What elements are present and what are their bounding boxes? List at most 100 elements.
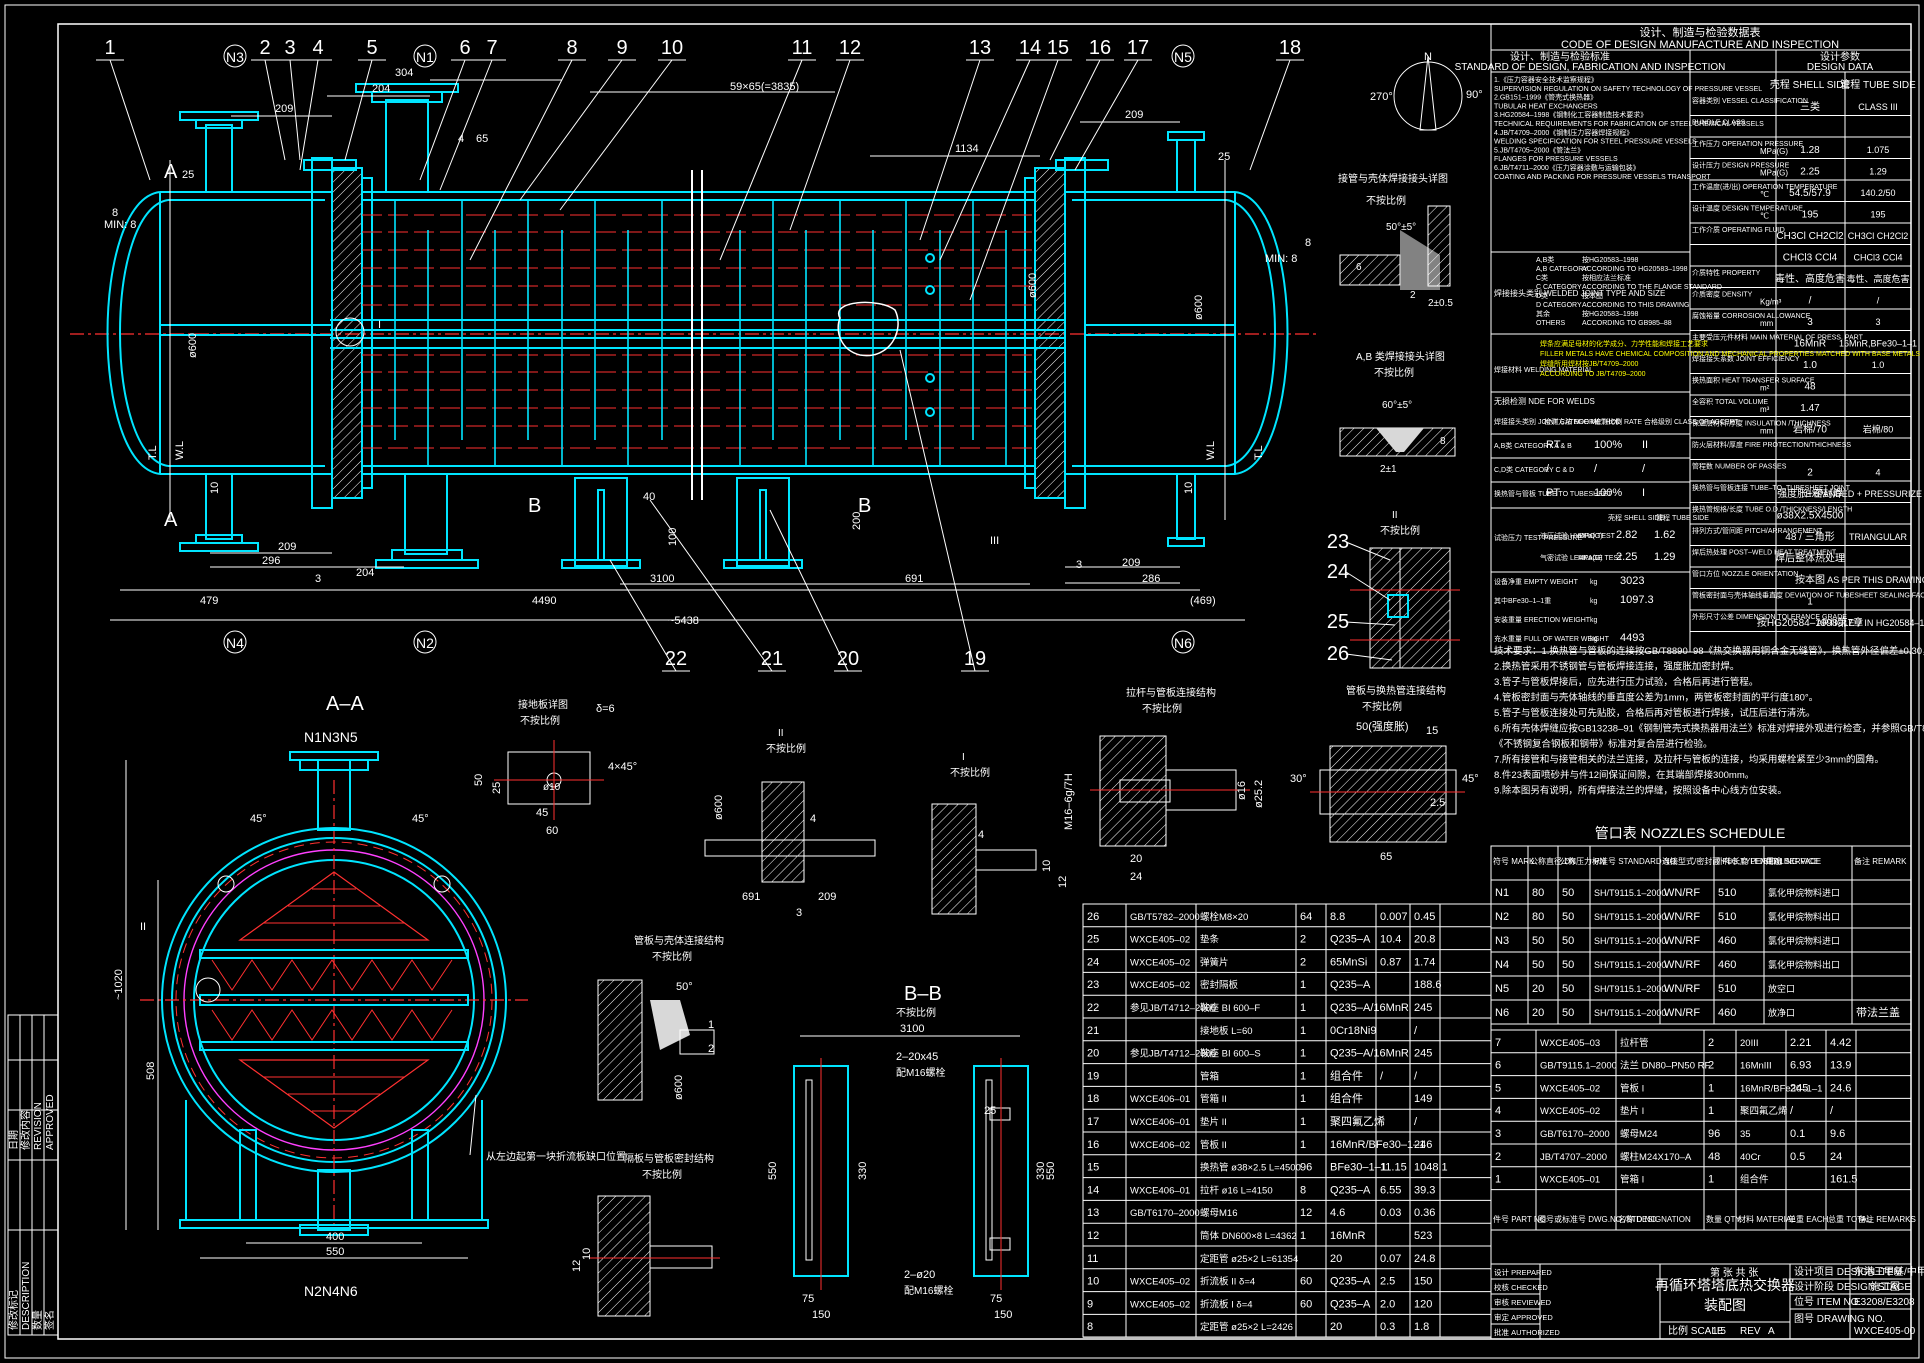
design-row-tube: 140.2/50	[1860, 188, 1895, 198]
bom-right-cell: 4	[1495, 1105, 1501, 1117]
design-row-shell: 48 / 三角形	[1785, 531, 1834, 543]
shell-side-header: 壳程 SHELL SIDE	[1770, 78, 1851, 91]
bb-dim-150-right: 150	[994, 1309, 1012, 1321]
ndt-header-cell: 检测比例 RATE	[1594, 417, 1642, 426]
dim-phi600-right: ø600	[1193, 295, 1205, 320]
strip-sign: 签名	[43, 1310, 56, 1330]
weld-row-text: 按本图	[1582, 291, 1603, 300]
bom-left-cell: WXCE405–02	[1130, 1299, 1190, 1310]
design-row-shell: 三类	[1800, 100, 1820, 113]
std-line: TECHNICAL REQUIREMENTS FOR FABRICATION O…	[1494, 121, 1764, 128]
part-balloon-1: 1	[104, 37, 115, 59]
plate-title: 接地板详图	[518, 698, 568, 711]
bom-left-cell: 16MnR/BFe30–1–1	[1330, 1139, 1425, 1151]
bom-left-cell: 0.07	[1380, 1253, 1401, 1265]
bom-header-cell: 总重 TOTAL	[1828, 1214, 1872, 1224]
design-row-tube: AS PER THIS DRAWING	[1827, 575, 1924, 585]
bom-right-cell: 7	[1495, 1037, 1501, 1049]
nozzle-cell: 氯化甲烷物料进口	[1768, 935, 1840, 946]
design-row-label: 设计压力 DESIGN PRESSURE	[1692, 161, 1790, 170]
bom-left-cell: 39.3	[1414, 1184, 1435, 1196]
design-row-label: 换热面积 HEAT TRANSFER SURFACE	[1692, 376, 1815, 385]
bom-left-cell: 65MnSi	[1330, 956, 1367, 968]
balloon-leader	[919, 59, 981, 241]
design-row-tube: 3	[1875, 317, 1880, 327]
bom-right-cell: WXCE405–03	[1540, 1038, 1600, 1049]
nozzle-cell: 20	[1532, 1007, 1544, 1019]
dim-209-bottom-right: 209	[1122, 557, 1140, 569]
bom-left-cell: 1048.1	[1414, 1162, 1448, 1174]
design-row-unit: MPa(G)	[1760, 147, 1788, 156]
ndt-header-cell: 检测方法 NDE METHOD	[1544, 417, 1621, 426]
design-row-tube: 4	[1875, 468, 1880, 478]
design-row-label: 工作压力 OPERATION PRESSURE	[1692, 139, 1803, 148]
bom-left-cell: 24	[1087, 956, 1099, 968]
design-row-label: 工作介质 OPERATING FLUID	[1692, 225, 1785, 234]
plate-dim-45: 45	[536, 807, 548, 819]
det4-d12: 12	[1057, 876, 1069, 888]
weld-row-text: ACCORDING TO GB985–88	[1582, 320, 1672, 327]
item-no-label: 位号 ITEM NO.	[1794, 1295, 1861, 1308]
weld1-tolerance: 2±0.5	[1428, 298, 1453, 309]
det7-phi600: ø600	[673, 1075, 685, 1100]
test-pressure-title: 试验压力 TEST PRESSURE	[1494, 533, 1582, 542]
dim-4490: 4490	[532, 595, 556, 607]
bom-right-cell: 1	[1708, 1082, 1714, 1094]
detail-tube-tubesheet: 管板与换热管连接结构 不按比例 50(强度胀) 15 30° 45° 2.5 6…	[1290, 684, 1479, 863]
bom-left-cell: 14	[1087, 1184, 1099, 1196]
bom-left-cell: 管箱 II	[1200, 1093, 1227, 1105]
dim-25-right: 25	[1218, 151, 1230, 163]
nozzle-cell: N1	[1495, 887, 1509, 899]
design-row-shell: 195	[1802, 210, 1819, 221]
design-row-tube: CHCl3 CCl4	[1853, 253, 1902, 263]
det3-phi600: ø600	[713, 795, 725, 820]
part-balloon-10: 10	[661, 37, 683, 59]
nozzle-cell: 510	[1718, 983, 1736, 995]
detail-balloon-26: 26	[1327, 643, 1349, 665]
tech-note-line: 2.换热管采用不锈钢管与管板焊接连接，强度胀加密封焊。	[1494, 661, 1739, 673]
design-row-shell: 16MnR	[1794, 339, 1826, 350]
bom-header-cell: 图号或标准号 DWG.NO./STD.NO.	[1538, 1214, 1659, 1224]
det6-45deg: 45°	[1462, 773, 1479, 785]
bom-left-cell: 0Cr18Ni9	[1330, 1025, 1376, 1037]
welding-material-title: 焊接材料 WELDING MATERIAL	[1494, 365, 1593, 374]
bom-right-cell: 20III	[1740, 1038, 1759, 1049]
nozzle-header-cell: 标准号 STANDARD NO.	[1592, 856, 1678, 866]
det6-d15: 15	[1426, 725, 1438, 737]
bom-left-cell: /	[1414, 1025, 1418, 1037]
bom-left-cell: 22	[1087, 1002, 1099, 1014]
weld-row-cat: D类	[1536, 291, 1548, 300]
dim-40: 40	[643, 491, 655, 503]
title-role: 批准 AUTHORIZED	[1494, 1327, 1560, 1337]
bom-right-cell: 1	[1708, 1105, 1714, 1117]
bom-right-cell: GB/T6170–2000	[1540, 1129, 1610, 1140]
rev-value: A	[1768, 1326, 1775, 1337]
weld-row-cat: OTHERS	[1536, 320, 1566, 327]
tech-note-line: 技术要求：1.换热管与管板的连接按GB/T8890–98《热交换器用铜合金无缝管…	[1494, 645, 1924, 657]
nozzle-cell: WN/RF	[1664, 959, 1700, 971]
bom-right-cell: 6	[1495, 1060, 1501, 1072]
bom-right-cell: GB/T9115.1–2000	[1540, 1061, 1617, 1072]
nozzle-cell: N5	[1495, 983, 1509, 995]
balloon-leader	[299, 59, 319, 171]
test-cell: 2.82	[1616, 529, 1637, 541]
title-role: 校核 CHECKED	[1494, 1282, 1548, 1292]
main-elevation-view	[70, 79, 1320, 621]
section-b-label-left: B	[528, 495, 541, 517]
det2-title: II	[1392, 510, 1398, 521]
ndt-cell: RT	[1546, 439, 1561, 451]
outer-border	[4, 4, 1920, 1359]
bom-left-cell: 23	[1087, 979, 1099, 991]
nozzle-cell: N2	[1495, 911, 1509, 923]
design-row-shell: 1.47	[1800, 403, 1820, 414]
weight-cell: 设备净重 EMPTY WEIGHT	[1494, 577, 1579, 586]
balloon-leader	[769, 509, 849, 672]
nozzle-header-cell: 备注 REMARK	[1854, 856, 1907, 866]
tech-note-line: 5.管子与管板连接处可先贴胶，合格后再对管板进行焊接，试压后进行清洗。	[1494, 707, 1815, 719]
weight-cell: kg	[1590, 598, 1598, 605]
design-row-label: 容器类别 VESSEL CLASSIFICATION	[1692, 96, 1808, 105]
dim-5438: ~5438	[668, 615, 699, 627]
dim-10-left: 10	[209, 482, 221, 494]
balloon-leader	[719, 59, 803, 261]
